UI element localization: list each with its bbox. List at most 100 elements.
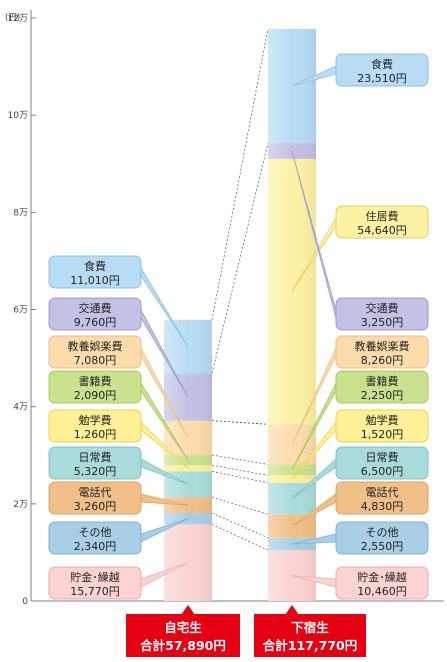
callout-joint: [337, 218, 339, 226]
bar-shading: [268, 28, 316, 601]
bar-shading: [164, 319, 212, 601]
connector-lines: [211, 28, 269, 551]
callout-value: 5,320円: [74, 465, 117, 478]
connector-line: [211, 454, 269, 465]
callout-box: [48, 255, 142, 289]
callout-joint: [337, 459, 339, 467]
y-unit-label: (円): [5, 13, 20, 23]
callout-joint: [337, 348, 339, 356]
callout-box: [335, 335, 429, 369]
callout-value: 23,510円: [357, 72, 407, 85]
connector-line: [211, 420, 269, 425]
callout-name: 教養娯楽費: [355, 339, 410, 353]
callout-name: 貯金･繰越: [70, 570, 120, 584]
callout-box: [335, 370, 429, 404]
callout-value: 54,640円: [357, 224, 407, 237]
total-pointer: [285, 605, 299, 615]
connector-line: [211, 496, 269, 515]
callout-joint: [139, 268, 141, 276]
callout-value: 3,260円: [74, 500, 117, 513]
y-tick-label: 6万: [13, 306, 28, 316]
callout-name: 勉学費: [79, 413, 112, 427]
callout-value: 2,250円: [361, 389, 404, 402]
callout-box: [335, 409, 429, 443]
callout-name: 貯金･繰越: [357, 570, 407, 584]
callout-name: 教養娯楽費: [68, 339, 123, 353]
callout-value: 8,260円: [361, 354, 404, 367]
callout-box: [335, 481, 429, 515]
callouts: 貯金･繰越15,770円貯金･繰越10,460円その他2,340円その他2,55…: [48, 53, 429, 600]
callout-value: 11,010円: [70, 274, 120, 287]
callout-value: 9,760円: [74, 316, 117, 329]
category-total: 合計57,890円: [140, 638, 226, 653]
callout-name: 食費: [371, 57, 393, 71]
callout-value: 2,550円: [361, 540, 404, 553]
connector-line: [211, 524, 269, 551]
callout-value: 10,460円: [357, 585, 407, 598]
callout-value: 7,080円: [74, 354, 117, 367]
callout-name: 交通費: [366, 301, 399, 315]
callout-name: 食費: [84, 259, 106, 273]
callout-box: [335, 566, 429, 600]
connector-line: [211, 28, 269, 320]
callout-joint: [337, 383, 339, 391]
callout-box: [335, 297, 429, 331]
callout-name: 書籍費: [366, 374, 399, 388]
y-tick-label: 2万: [13, 500, 28, 510]
category-label: 下宿生: [291, 620, 329, 635]
y-tick-label: 0: [22, 597, 28, 607]
connector-line: [211, 512, 269, 539]
callout-joint: [139, 383, 141, 391]
bars: [164, 28, 316, 601]
callout-name: 交通費: [79, 301, 112, 315]
callout-joint: [337, 310, 339, 318]
callout-joint: [337, 534, 339, 542]
y-tick-label: 10万: [8, 111, 28, 121]
category-label: 自宅生: [164, 620, 202, 635]
callout-value: 6,500円: [361, 465, 404, 478]
callout-box: [48, 297, 142, 331]
callout-value: 2,340円: [74, 540, 117, 553]
callout-joint: [139, 422, 141, 430]
callout-box: [48, 446, 142, 480]
callout-name: 日常費: [366, 450, 399, 464]
callout-joint: [139, 310, 141, 318]
total-pointer: [181, 605, 195, 615]
callout-box: [48, 370, 142, 404]
callout-box: [48, 481, 142, 515]
callout-name: 書籍費: [79, 374, 112, 388]
callout-box: [48, 521, 142, 555]
callout-joint: [337, 579, 339, 587]
callout-value: 15,770円: [70, 585, 120, 598]
callout-value: 3,250円: [361, 316, 404, 329]
callout-name: 住居費: [366, 209, 399, 223]
callout-joint: [337, 66, 339, 74]
callout-name: その他: [366, 526, 399, 539]
callout-name: その他: [79, 526, 112, 539]
callout-joint: [139, 348, 141, 356]
connector-line: [211, 470, 269, 484]
callout-joint: [139, 494, 141, 502]
y-tick-label: 8万: [13, 208, 28, 218]
callout-box: [48, 335, 142, 369]
callout-name: 勉学費: [366, 413, 399, 427]
y-tick-label: 4万: [13, 403, 28, 413]
